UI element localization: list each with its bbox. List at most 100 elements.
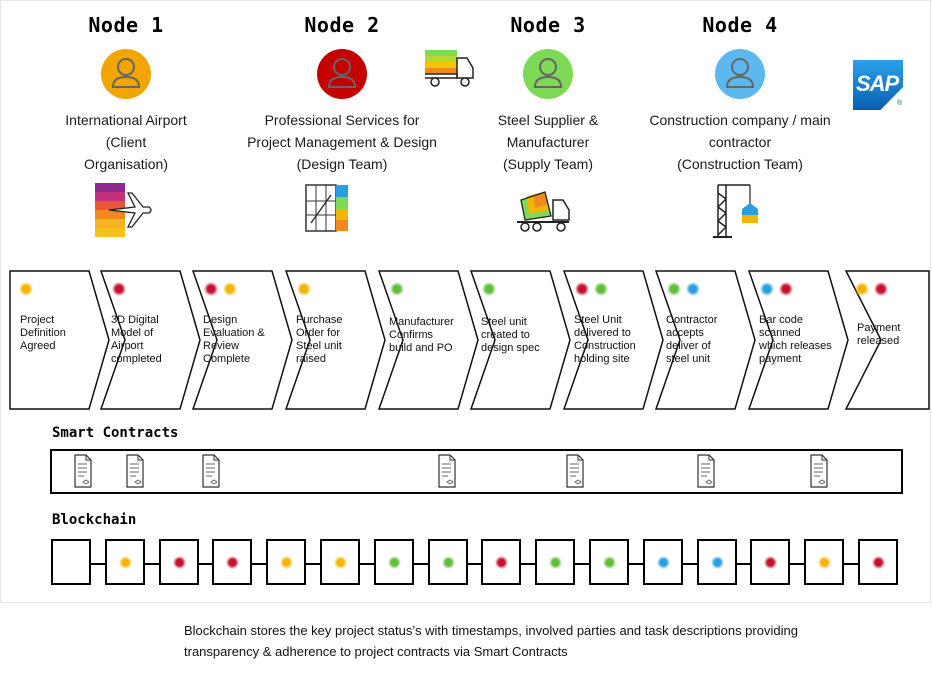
process-step: Contractor accepts deliver of steel unit: [654, 270, 756, 410]
process-step-label: Purchase Order for Steel unit raised: [296, 314, 343, 365]
status-dots: [667, 282, 700, 296]
registered-mark: ®: [897, 100, 903, 107]
delivery-truck-icon: [425, 50, 474, 87]
blockchain-block: [481, 539, 522, 585]
node-label-line: Construction company / main: [649, 112, 831, 128]
chain-link-line: [90, 563, 870, 565]
status-dot: [482, 282, 496, 296]
node-label-line: Organisation): [83, 156, 169, 172]
contract-document-icon: [74, 454, 92, 493]
block-status-dot: [495, 556, 509, 569]
caption: Blockchain stores the key project status…: [184, 620, 804, 662]
status-dots: [760, 282, 793, 296]
smart-contracts-bar: [50, 449, 903, 494]
blockchain-block: [589, 539, 629, 585]
blockchain-block: [158, 539, 199, 585]
smart-contracts-title: Smart Contracts: [52, 425, 179, 441]
process-step-label: 3D Digital Model of Airport completed: [111, 314, 162, 365]
process-step-label: Design Evaluation & Review Complete: [203, 314, 265, 365]
node-title: Node 2: [304, 13, 380, 37]
person-icon: [715, 49, 765, 99]
process-step: Payment released: [844, 270, 930, 410]
status-dots: [297, 282, 311, 296]
status-dots: [575, 282, 608, 296]
block-status-dot: [172, 556, 186, 569]
concrete-mixer-truck-icon: [517, 191, 570, 232]
contract-document-icon: [438, 454, 456, 493]
contract-document-icon: [810, 454, 828, 493]
contract-document-icon: [697, 454, 715, 493]
block-status-dot: [441, 556, 455, 569]
block-status-dot: [118, 556, 132, 569]
process-step: Manufacturer Confirms build and PO: [377, 270, 479, 410]
block-status-dot: [764, 556, 778, 569]
block-status-dot: [280, 556, 294, 569]
block-status-dot: [334, 556, 347, 569]
process-step-label: Steel Unit delivered to Construction hol…: [574, 314, 636, 365]
blockchain-block: [642, 539, 683, 585]
block-status-dot: [549, 556, 563, 569]
status-dot: [855, 282, 869, 296]
caption-line: Blockchain stores the key project status…: [184, 623, 798, 638]
process-step: 3D Digital Model of Airport completed: [99, 270, 201, 410]
blockchain-title: Blockchain: [52, 512, 137, 528]
block-status-dot: [656, 556, 670, 569]
airplane-icon: [95, 183, 152, 237]
blockchain-block: [212, 539, 253, 585]
node-title: Node 4: [702, 13, 778, 37]
block-status-dot: [387, 556, 401, 569]
process-step-label: Project Definition Agreed: [20, 314, 66, 352]
blockchain-block: [51, 539, 91, 585]
status-dot: [112, 282, 126, 296]
blockchain-block: [696, 539, 737, 585]
node-label-line: (Design Team): [296, 156, 388, 172]
process-step: Bar code scanned which releases payment: [747, 270, 849, 410]
person-icon: [523, 49, 573, 99]
node-label-line: (Client: [105, 134, 147, 150]
block-status-dot: [603, 556, 616, 569]
process-step: Steel Unit delivered to Construction hol…: [562, 270, 664, 410]
status-dot: [19, 282, 33, 296]
contract-document-icon: [566, 454, 584, 493]
blockchain-block: [373, 539, 414, 585]
status-dots: [19, 282, 33, 296]
block-status-dot: [226, 556, 240, 569]
node-label-line: Steel Supplier &: [497, 112, 599, 128]
process-step: Purchase Order for Steel unit raised: [284, 270, 386, 410]
process-step-label: Payment released: [857, 322, 901, 347]
node-label: Construction company / main contractor (Co…: [630, 109, 850, 175]
node-label-line: Project Management & Design: [247, 134, 437, 150]
blockchain-block: [858, 539, 898, 585]
node-label-line: International Airport: [65, 112, 187, 128]
blockchain-block: [104, 539, 145, 585]
process-step-label: Manufacturer Confirms build and PO: [389, 316, 454, 354]
node-label: Steel Supplier &Manufacturer(Supply Team…: [438, 109, 658, 175]
node-title: Node 1: [88, 13, 164, 37]
blockchain-block: [804, 539, 845, 585]
status-dot: [667, 282, 681, 296]
block-status-dot: [872, 556, 885, 569]
node-label-line: contractor: [708, 134, 772, 150]
status-dot: [594, 282, 608, 296]
process-step: Steel unit created to design spec: [469, 270, 571, 410]
node-label-line: (Construction Team): [677, 156, 803, 172]
crane-icon: [713, 184, 758, 238]
status-dot: [874, 282, 888, 296]
blockchain-block: [320, 539, 360, 585]
process-step-label: Contractor accepts deliver of steel unit: [666, 314, 718, 365]
contract-document-icon: [202, 454, 220, 493]
node-label-line: Professional Services for: [264, 112, 420, 128]
status-dots: [855, 282, 888, 296]
status-dot: [760, 282, 774, 296]
status-dots: [112, 282, 126, 296]
node-label-line: Manufacturer: [506, 134, 590, 150]
person-icon: [101, 49, 151, 99]
status-dot: [390, 282, 404, 296]
status-dot: [204, 282, 218, 296]
node-title: Node 3: [510, 13, 586, 37]
map-icon: [305, 184, 348, 232]
blockchain-block: [750, 539, 791, 585]
status-dot: [686, 282, 700, 296]
